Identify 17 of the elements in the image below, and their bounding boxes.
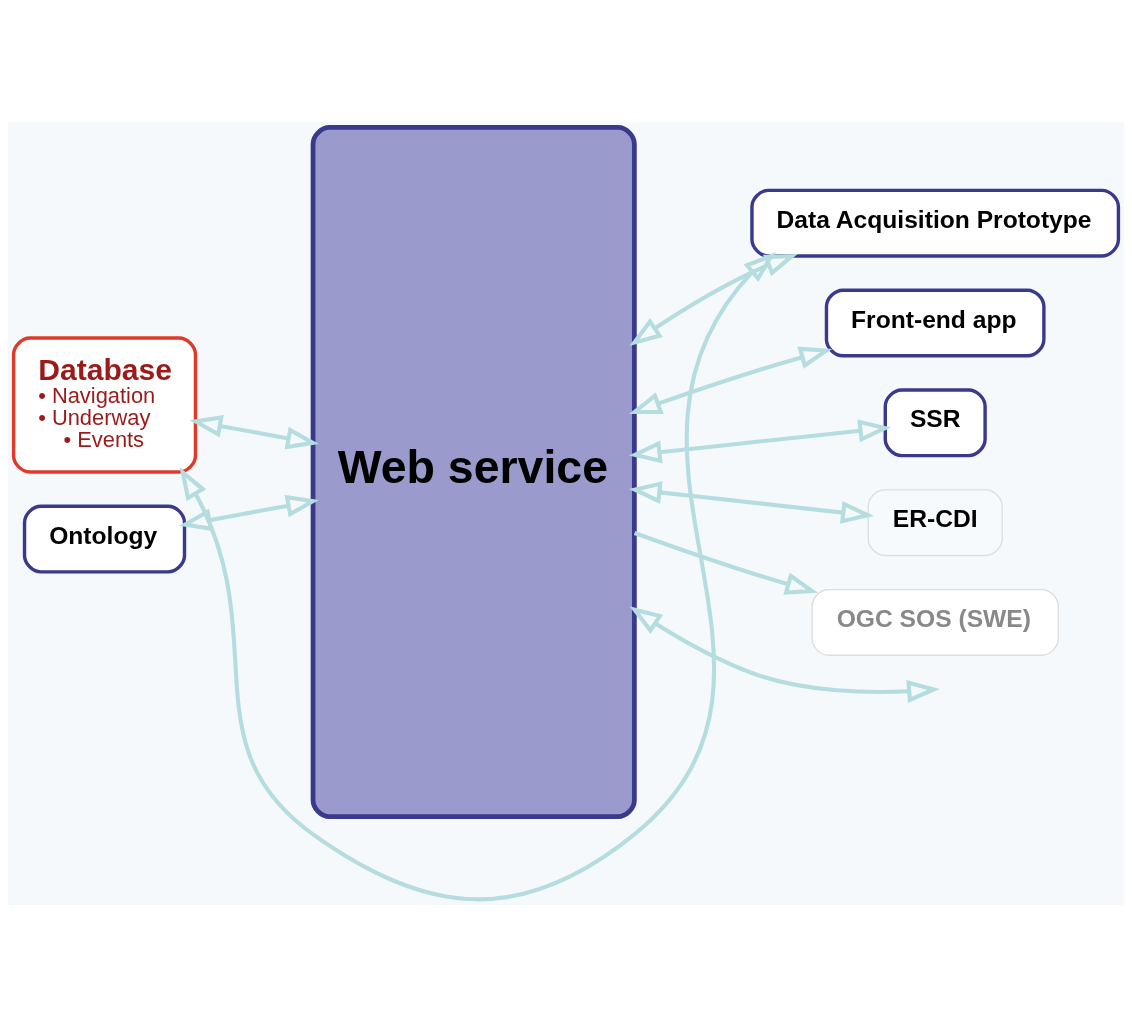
arrow	[178, 494, 319, 531]
arrow	[179, 251, 777, 901]
arrow	[189, 414, 319, 449]
arrow	[633, 530, 819, 595]
node-box: Web service	[310, 124, 637, 819]
arrow	[628, 480, 874, 524]
arrow	[629, 253, 798, 346]
node-box: Data Acquisition Prototype	[750, 188, 1121, 258]
node-box: SSR	[883, 387, 987, 457]
node-box: ER-CDI	[867, 488, 1003, 556]
arrow	[628, 418, 892, 463]
arrow	[628, 346, 833, 414]
node-box: Database • Navigation • Underway • Events	[11, 335, 198, 474]
node-box: Ontology	[22, 504, 187, 574]
node-box: OGC SOS (SWE)	[811, 588, 1059, 656]
arrow	[629, 605, 940, 703]
node-box: Front-end app	[824, 287, 1046, 358]
